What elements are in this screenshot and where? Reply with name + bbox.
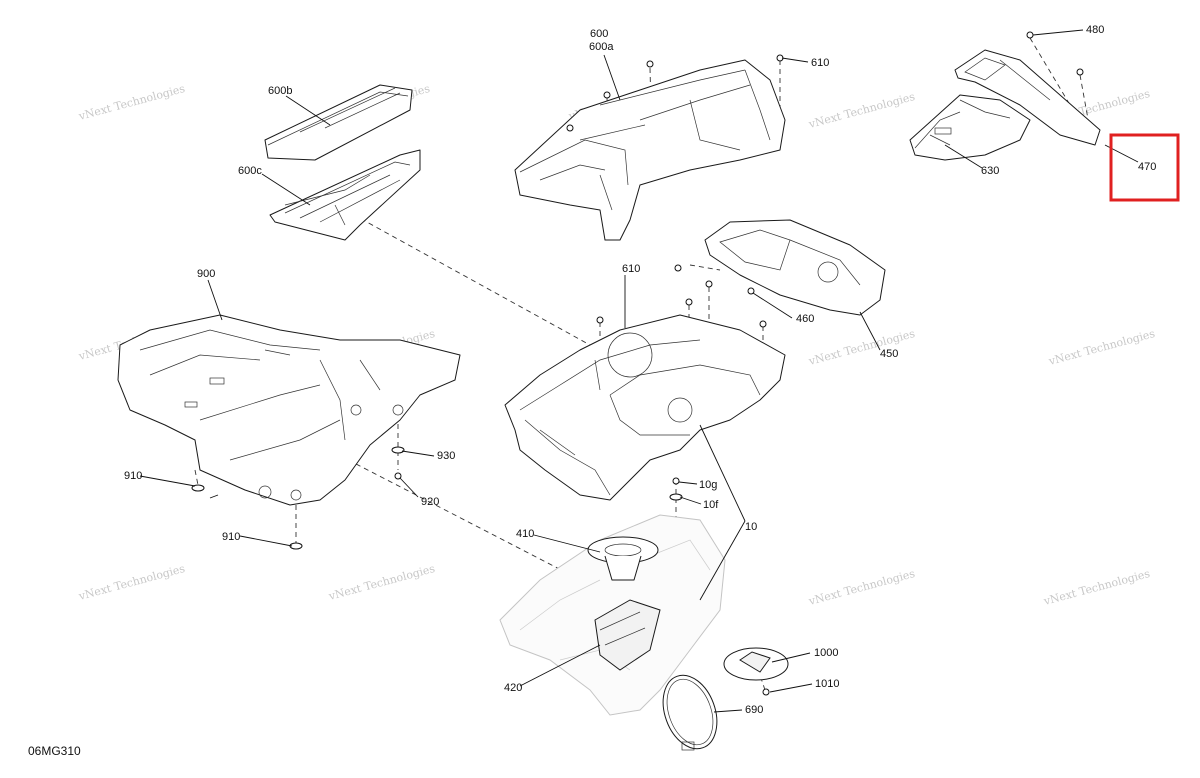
screw xyxy=(762,688,770,696)
callout-900: 900 xyxy=(197,268,215,280)
callout-600b: 600b xyxy=(268,85,292,97)
diagram-code: 06MG310 xyxy=(28,744,81,758)
part-1000-cap xyxy=(723,647,789,681)
watermark-text: vNext Technologies xyxy=(76,562,186,603)
part-480-trim xyxy=(954,49,1101,146)
part-410-funnel xyxy=(587,536,659,581)
watermark: vNext Technologies xyxy=(1046,327,1156,368)
callout-930: 930 xyxy=(437,450,455,462)
screw xyxy=(705,280,713,288)
screw xyxy=(566,124,574,132)
part-600b-seat-pad xyxy=(264,84,413,161)
watermark: vNext Technologies xyxy=(806,327,916,368)
part-900-floor-panel xyxy=(117,314,461,506)
callout-610-top: 610 xyxy=(811,57,829,69)
watermark-text: vNext Technologies xyxy=(76,82,186,123)
grommet xyxy=(191,484,205,492)
watermark-text: vNext Technologies xyxy=(326,562,436,603)
callout-410: 410 xyxy=(516,528,534,540)
part-600c-frame xyxy=(269,149,421,241)
part-600-upper-housing xyxy=(514,59,786,241)
callout-460: 460 xyxy=(796,313,814,325)
callout-910-b: 910 xyxy=(222,531,240,543)
part-630-side-panel xyxy=(909,94,1031,161)
callout-470: 470 xyxy=(1138,161,1156,173)
part-450-long-panel xyxy=(704,219,886,316)
screw xyxy=(394,472,402,480)
screw xyxy=(672,477,680,485)
screw xyxy=(685,298,693,306)
callout-420: 420 xyxy=(504,682,522,694)
watermark-text: vNext Technologies xyxy=(1041,567,1151,608)
screw xyxy=(674,264,682,272)
screw xyxy=(747,287,755,295)
callout-10: 10 xyxy=(745,521,757,533)
watermark: vNext Technologies xyxy=(76,562,186,603)
washer xyxy=(669,493,683,501)
callout-450: 450 xyxy=(880,348,898,360)
callout-10f: 10f xyxy=(703,499,719,511)
callout-600a: 600a xyxy=(589,41,614,53)
watermark-text: vNext Technologies xyxy=(806,567,916,608)
screw xyxy=(1026,31,1034,39)
callout-610-mid: 610 xyxy=(622,263,640,275)
washer xyxy=(391,446,405,454)
watermark: vNext Technologies xyxy=(76,82,186,123)
screw xyxy=(759,320,767,328)
part-420-duct xyxy=(594,599,661,671)
screw xyxy=(596,316,604,324)
callout-1000: 1000 xyxy=(814,647,838,659)
callout-920: 920 xyxy=(421,496,439,508)
callout-690: 690 xyxy=(745,704,763,716)
screw xyxy=(1076,68,1084,76)
callout-10g: 10g xyxy=(699,479,717,491)
callout-910-a: 910 xyxy=(124,470,142,482)
callout-480: 480 xyxy=(1086,24,1104,36)
watermark-text: vNext Technologies xyxy=(806,327,916,368)
part-10-main-tray xyxy=(504,314,786,501)
callout-1010: 1010 xyxy=(815,678,839,690)
watermark-text: vNext Technologies xyxy=(806,90,916,131)
watermark: vNext Technologies xyxy=(806,90,916,131)
watermark: vNext Technologies xyxy=(806,567,916,608)
callout-600: 600 xyxy=(590,28,608,40)
callout-600c: 600c xyxy=(238,165,262,177)
screw xyxy=(603,91,611,99)
watermark: vNext Technologies xyxy=(326,562,436,603)
highlight-box-470 xyxy=(1109,133,1180,202)
callout-630: 630 xyxy=(981,165,999,177)
part-690-ring-clamp xyxy=(662,674,718,751)
screw xyxy=(646,60,654,68)
callout-labels: 600 600a 610 480 600b 600c 630 470 900 6… xyxy=(124,24,1156,716)
leader-lines xyxy=(139,29,1139,713)
watermark-text: vNext Technologies xyxy=(1046,327,1156,368)
watermark: vNext Technologies xyxy=(1041,567,1151,608)
